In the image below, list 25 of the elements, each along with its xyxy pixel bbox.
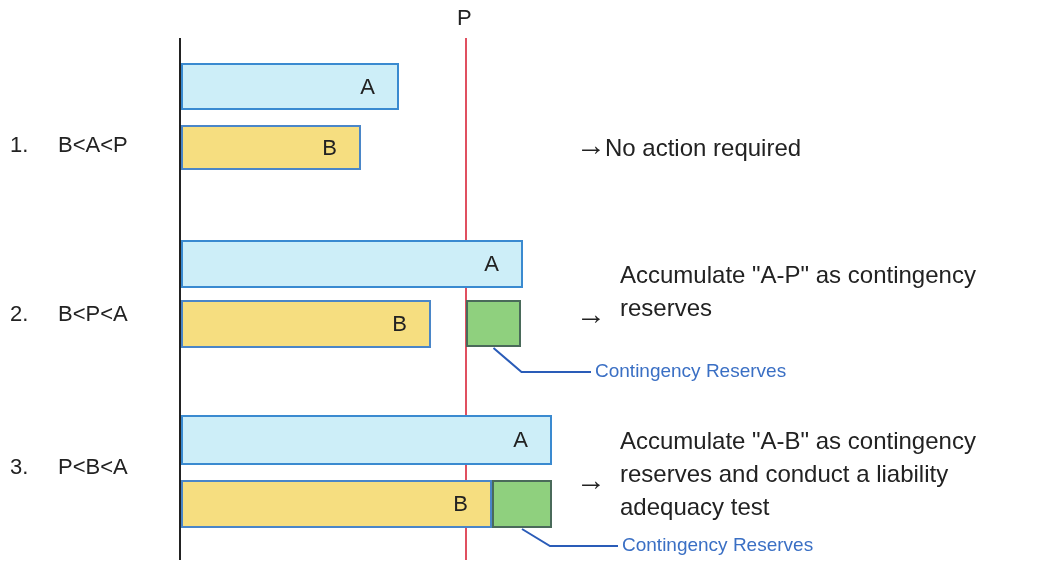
bar: B [181, 300, 431, 348]
outcome-text: Accumulate "A-B" as contingency reserves and conduct a liability adequacy test [620, 426, 977, 522]
outcome-text: Accumulate "A-P" as contingency reserves [620, 260, 977, 323]
row-number: 2. [10, 300, 29, 328]
bar: B [181, 125, 361, 170]
reserve-box [466, 300, 521, 347]
line-label: P [457, 4, 472, 32]
outcome-text: No action required [605, 133, 803, 163]
arrow-symbol: → [576, 131, 606, 159]
callout-label: Contingency Reserves [622, 534, 814, 556]
callout-label: Contingency Reserves [595, 360, 787, 382]
arrow-symbol: → [576, 300, 606, 328]
bar: A [181, 240, 523, 288]
condition-label: B<P<A [58, 300, 128, 328]
leader-line [521, 528, 619, 547]
row-number: 3. [10, 453, 29, 481]
arrow-symbol: → [576, 466, 606, 494]
leader-line [492, 347, 592, 373]
reserve-box [492, 480, 552, 528]
row-number: 1. [10, 131, 29, 159]
bar: B [181, 480, 492, 528]
condition-label: B<A<P [58, 131, 128, 159]
bar: A [181, 415, 552, 465]
bar: A [181, 63, 399, 110]
condition-label: P<B<A [58, 453, 128, 481]
